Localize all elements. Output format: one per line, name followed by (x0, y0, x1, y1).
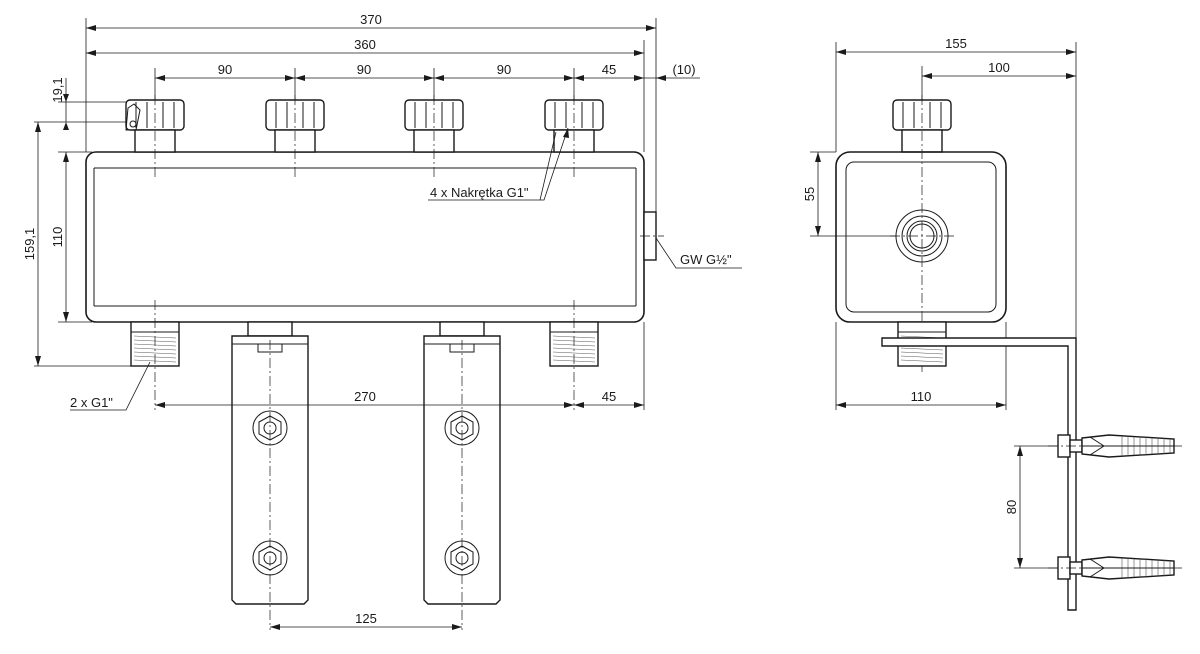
dim-10-offset: (10) (672, 62, 695, 77)
dim-155: 155 (945, 36, 967, 51)
dim-125: 125 (355, 611, 377, 626)
label-nuts: 4 x Nakrętka G1" (430, 185, 529, 200)
manifold-body (85, 151, 645, 323)
dim-45-bottom: 45 (602, 389, 616, 404)
dim-159-1: 159,1 (22, 228, 37, 261)
dim-55: 55 (802, 187, 817, 201)
dim-360: 360 (354, 37, 376, 52)
dim-110-body: 110 (50, 227, 65, 248)
l-bracket (881, 337, 1077, 611)
label-side-port: GW G½" (680, 252, 732, 267)
side-view: 155 100 55 110 (802, 36, 1182, 611)
dim-80: 80 (1004, 500, 1019, 514)
dim-90-third: 90 (497, 62, 511, 77)
dim-19-1: 19,1 (50, 77, 65, 102)
dim-90-second: 90 (357, 62, 371, 77)
front-view: 370 360 90 90 90 45 (10) 19,1 (22, 12, 742, 630)
side-body (835, 151, 1007, 323)
dim-110-side: 110 (911, 389, 932, 404)
dim-90-first: 90 (218, 62, 232, 77)
dim-370: 370 (360, 12, 382, 27)
dim-100: 100 (988, 60, 1010, 75)
label-threads: 2 x G1" (70, 395, 113, 410)
dim-270: 270 (354, 389, 376, 404)
dim-45-top: 45 (602, 62, 616, 77)
